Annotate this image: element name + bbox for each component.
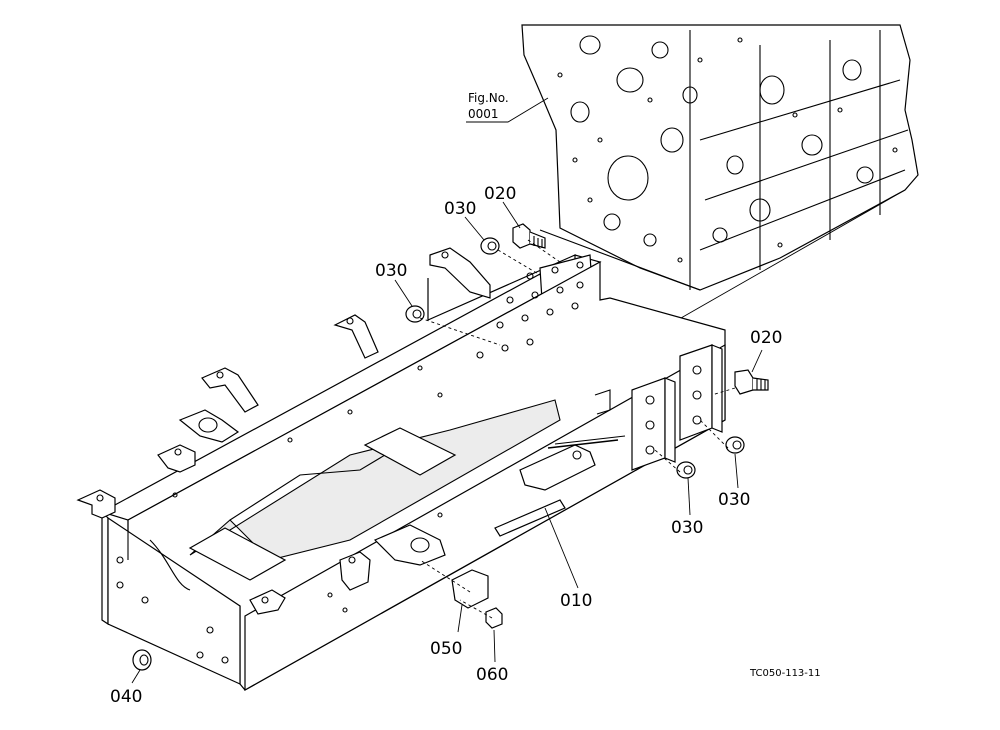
callout-060: 060 [476,665,508,685]
callout-020-top: 020 [484,184,516,204]
callout-030-right-lower: 030 [671,518,703,538]
center-bracket [249,524,446,615]
callout-leaders [131,201,763,684]
plate-050 [451,569,489,609]
assembly-guides [419,239,736,619]
fig-no-label: Fig.No. [468,91,509,105]
plug-040 [132,649,152,671]
callout-030-top: 030 [444,199,476,219]
fig-no-value: 0001 [468,107,499,121]
washer-030-top [480,237,500,255]
callout-030-right-upper: 030 [718,490,750,510]
washer-030-left [405,305,425,323]
side-rail-holes [116,365,443,664]
link-arm [494,435,626,537]
screw-060 [485,607,503,629]
bolt-020-top [512,223,546,249]
engine-block [521,24,919,291]
callout-010: 010 [560,591,592,611]
right-mount-brackets [631,344,723,471]
frame-assembly-010 [100,254,726,692]
washer-030-right-upper [725,436,745,454]
rear-plate-holes [476,261,584,359]
mounting-tabs [76,247,491,519]
drawing-code: TC050-113-11 [749,668,821,679]
callout-030-left: 030 [375,261,407,281]
washer-030-right-lower [676,461,696,479]
callout-040: 040 [110,687,142,707]
callout-050: 050 [430,639,462,659]
bolt-020-right [734,369,769,395]
callout-labels: 020 030 030 020 030 030 010 050 060 040 [110,184,782,707]
engine-mount-reference-line [659,189,906,331]
figure-reference: Fig.No. 0001 [466,91,549,123]
engine-bore-holes [557,35,898,263]
callout-020-right: 020 [750,328,782,348]
